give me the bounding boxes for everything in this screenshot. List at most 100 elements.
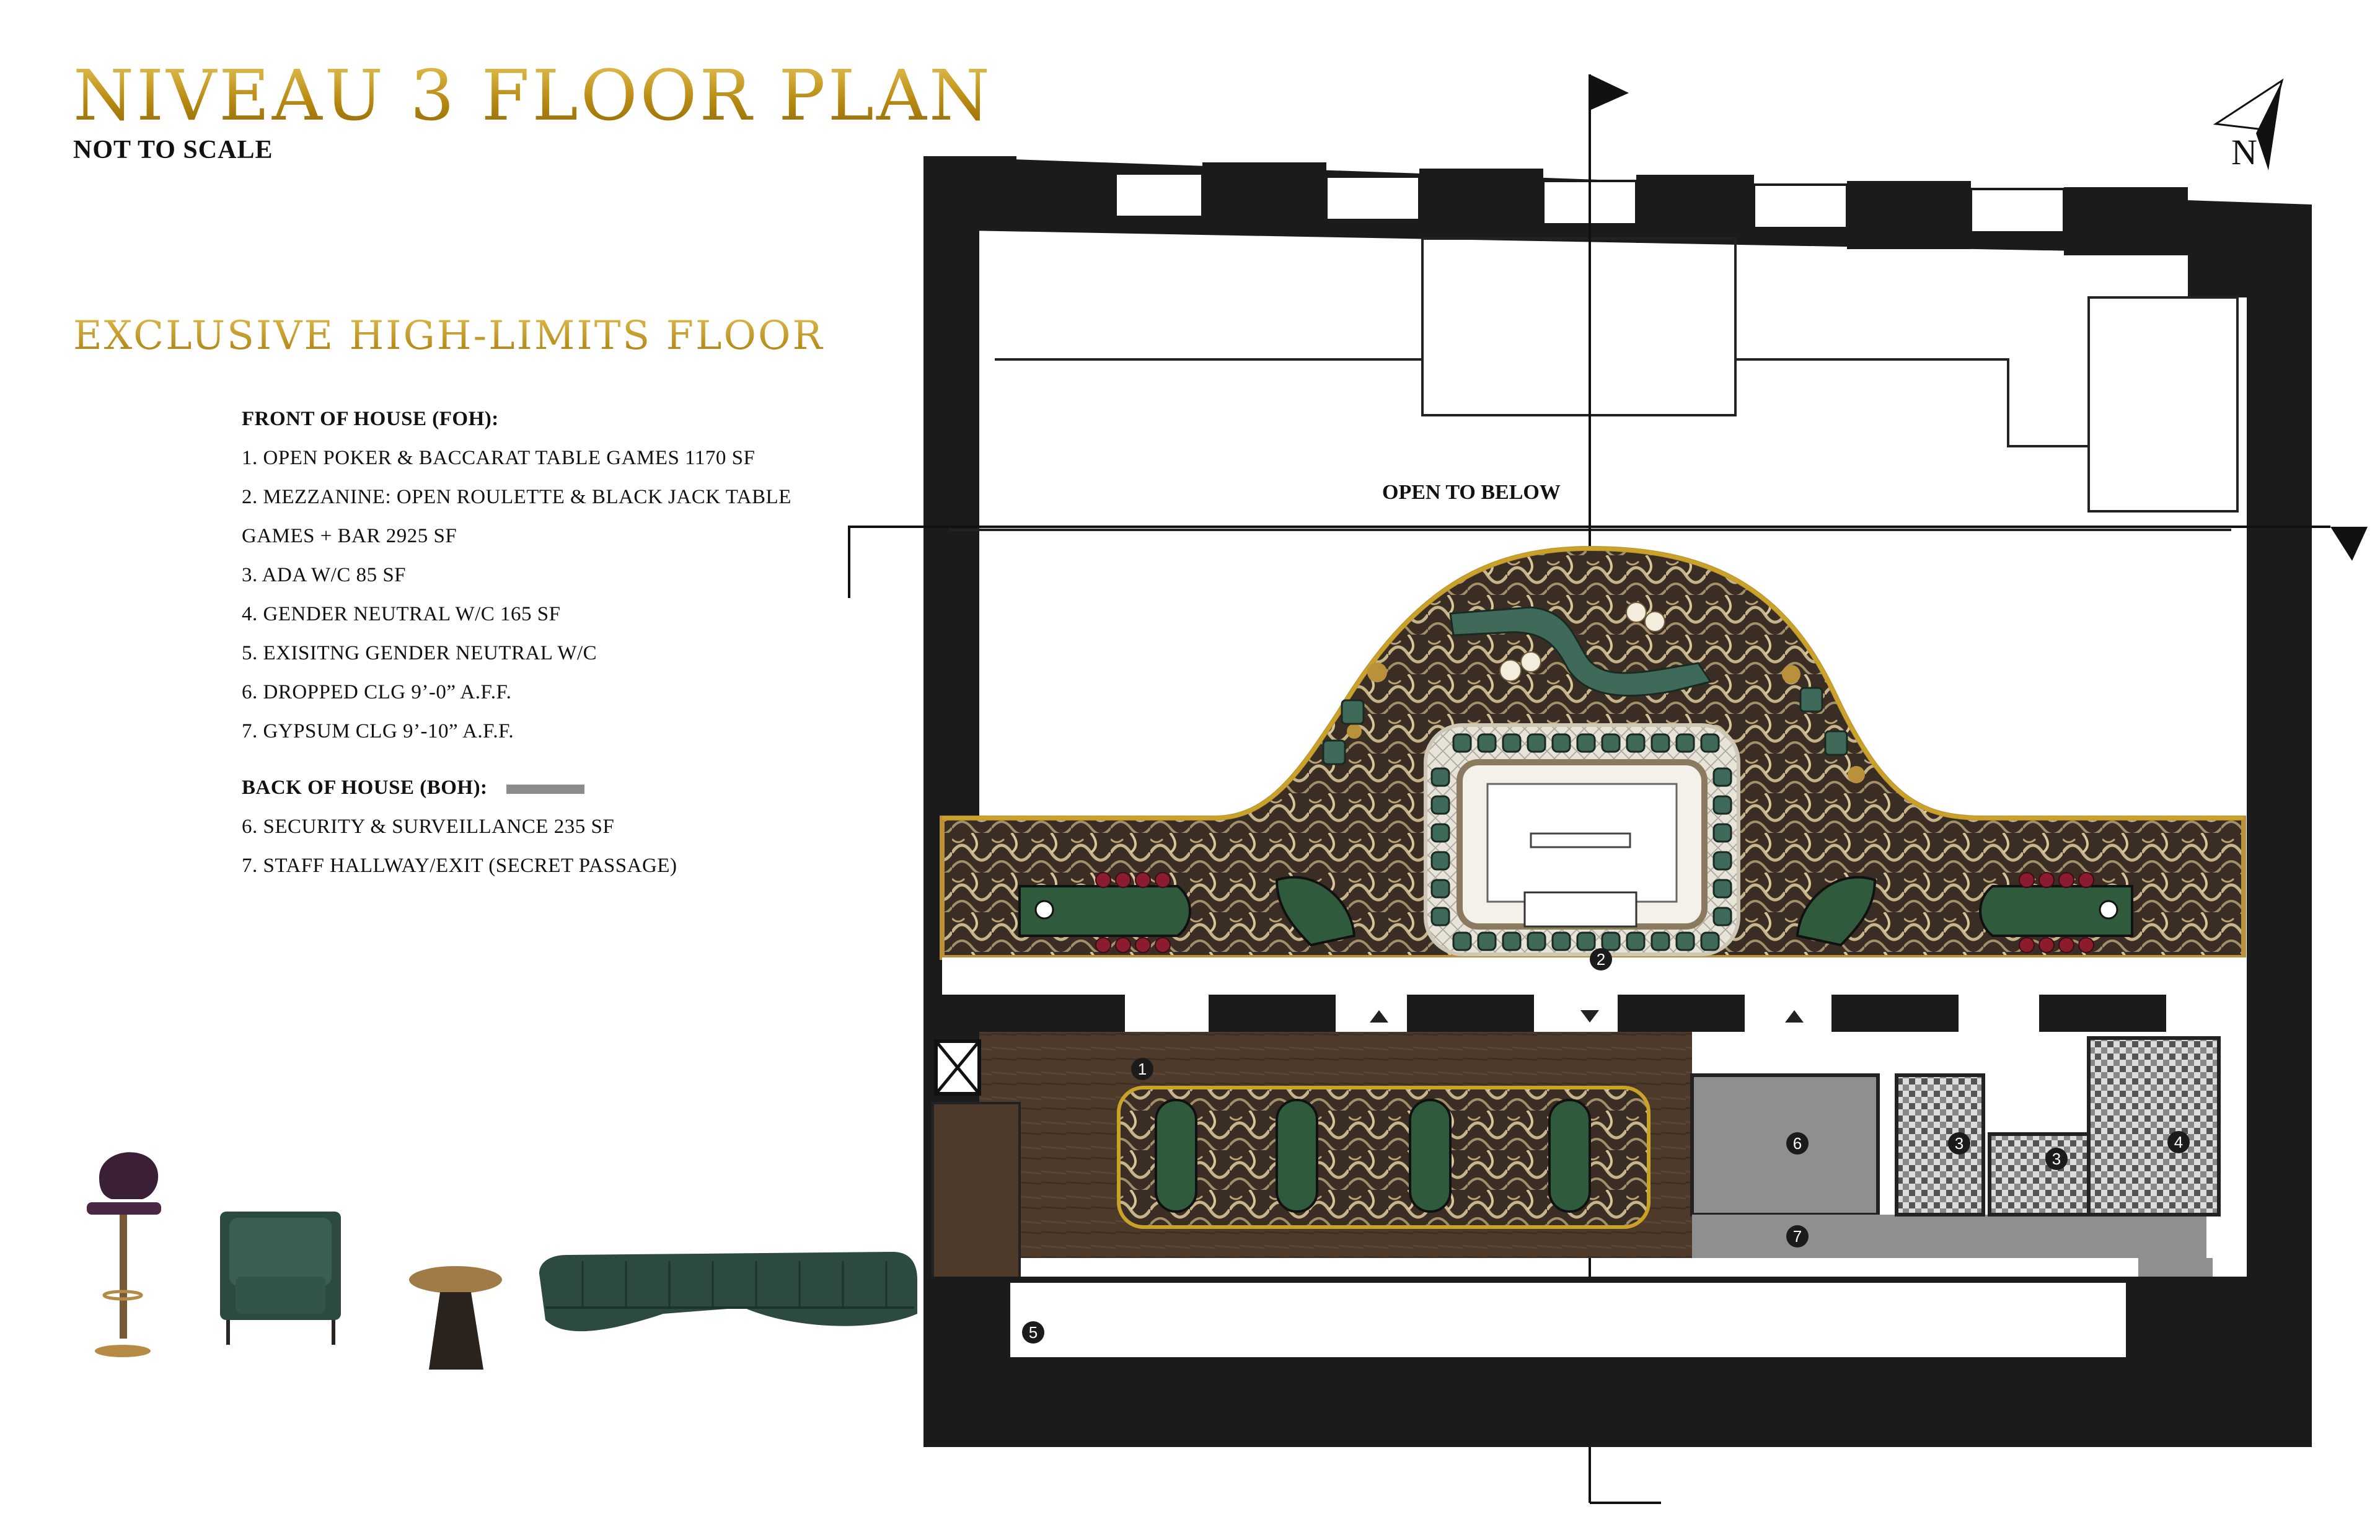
bar-stool: [1551, 931, 1571, 951]
foh-legend: FRONT OF HOUSE (FOH): 1. OPEN POKER & BA…: [242, 400, 874, 751]
room-tag: 3: [1955, 1134, 1963, 1153]
gaming-chair: [2038, 872, 2055, 888]
bar-stool: [1477, 733, 1497, 753]
foh-item: 1. OPEN POKER & BACCARAT TABLE GAMES 117…: [242, 447, 756, 469]
curved-sofa-icon: [539, 1252, 917, 1332]
gender-neutral-wc: [2087, 1036, 2221, 1217]
room-tag: 5: [1029, 1323, 1038, 1342]
bar-stool: [1477, 931, 1497, 951]
bar-stool: [1712, 851, 1732, 871]
room-tag: 3: [2052, 1150, 2061, 1168]
side-table-icon: [409, 1266, 502, 1370]
foh-item: 5. EXISITNG GENDER NEUTRAL W/C: [242, 642, 597, 664]
bar-stool: [1551, 733, 1571, 753]
bar-stool: [1576, 931, 1596, 951]
bar-stool: [1430, 823, 1450, 843]
foh-item: 4. GENDER NEUTRAL W/C 165 SF: [242, 603, 561, 625]
bar-stool: [1502, 733, 1522, 753]
open-to-below-label: OPEN TO BELOW: [1382, 481, 1561, 504]
room-tag: 4: [2174, 1133, 2183, 1151]
bar-stool: [1452, 733, 1472, 753]
room-tag: 6: [1793, 1134, 1802, 1153]
staff-hallway: [1692, 1215, 2206, 1258]
boh-item: 7. STAFF HALLWAY/EXIT (SECRET PASSAGE): [242, 855, 677, 877]
gaming-chair: [1115, 872, 1131, 888]
mezzanine-edge: [942, 546, 2244, 820]
bar-stool: [1452, 931, 1472, 951]
gaming-chair: [2058, 937, 2074, 953]
curved-booth: [1449, 606, 1712, 697]
gaming-chair: [2058, 872, 2074, 888]
gaming-chair: [1115, 937, 1131, 953]
gaming-chair: [1135, 937, 1151, 953]
bar-stool: [1712, 795, 1732, 815]
foh-item: 7. GYPSUM CLG 9’-10” A.F.F.: [242, 720, 514, 742]
page-subtitle: NOT TO SCALE: [73, 136, 273, 164]
ada-wc-2: [1988, 1132, 2091, 1217]
bar-stool: [1601, 931, 1621, 951]
bar-stool: [1430, 907, 1450, 926]
lounge-chairs: [1322, 687, 1848, 765]
lounge-chair-icon: [220, 1212, 341, 1345]
north-label: N: [2231, 132, 2257, 172]
bar-stool: [1430, 879, 1450, 899]
roulette-table-left: [1275, 876, 1356, 947]
gold-side-tables: [1347, 662, 1865, 783]
bar-stool: [1626, 931, 1646, 951]
side-tables: [1499, 602, 1665, 682]
bar-stool: [1430, 795, 1450, 815]
bar-stool: [1712, 907, 1732, 926]
bar-stool: [1626, 733, 1646, 753]
gaming-chair: [2019, 937, 2035, 953]
bar-sink: [1523, 891, 1637, 928]
bar-stool: [1430, 851, 1450, 871]
bar-stool: [1712, 879, 1732, 899]
foh-header: FRONT OF HOUSE (FOH):: [242, 408, 499, 430]
gaming-chair: [2078, 872, 2094, 888]
room-tags: 1 2 3 3 4 5 6 7: [1022, 948, 2190, 1344]
gaming-chair: [1095, 872, 1111, 888]
bar-stool-icon: [87, 1152, 161, 1357]
gaming-chair: [1155, 937, 1171, 953]
section-flag-east: [2330, 527, 2368, 561]
bar-stool: [1651, 733, 1670, 753]
section-flag-north: [1590, 74, 1629, 110]
boh-legend: BACK OF HOUSE (BOH): 6. SECURITY & SURVE…: [242, 768, 874, 886]
bar-stool: [1576, 733, 1596, 753]
room-tag: 7: [1793, 1227, 1802, 1246]
gaming-chair: [1095, 937, 1111, 953]
bar-stool: [1502, 931, 1522, 951]
page-title: NIVEAU 3 FLOOR PLAN: [73, 56, 992, 136]
security-room: [1690, 1073, 1880, 1217]
bar-stool: [1527, 733, 1546, 753]
mid-wall-piers: [942, 995, 2166, 1032]
bar-stool: [1651, 931, 1670, 951]
gaming-chair: [2078, 937, 2094, 953]
bar-stools: [1430, 733, 1732, 951]
blackjack-table-left: [1018, 885, 1191, 937]
roulette-table-right: [1796, 876, 1877, 947]
gaming-chair: [2019, 872, 2035, 888]
bar-stool: [1675, 733, 1695, 753]
bottom-interior: [1010, 1283, 2126, 1357]
foh-item: 6. DROPPED CLG 9’-0” A.F.F.: [242, 681, 512, 703]
section-title: EXCLUSIVE HIGH-LIMITS FLOOR: [73, 313, 824, 359]
elevator-x: [935, 1040, 981, 1095]
left-stair: [932, 1102, 1021, 1290]
bar-back-counter: [1530, 832, 1631, 848]
base-wall: [923, 1388, 2312, 1447]
foh-item: 3. ADA W/C 85 SF: [242, 564, 407, 586]
room-tag: 1: [1138, 1060, 1147, 1078]
bar-stool: [1700, 931, 1720, 951]
furniture-strip: [50, 1109, 930, 1394]
bar-stool: [1601, 733, 1621, 753]
ada-wc: [1895, 1073, 1985, 1217]
mid-wall: [942, 957, 2247, 1032]
foh-item: 2. MEZZANINE: OPEN ROULETTE & BLACK JACK…: [242, 486, 791, 508]
bar-stool: [1430, 767, 1450, 787]
north-arrow-icon: [2213, 78, 2284, 170]
gaming-chair: [1135, 872, 1151, 888]
boh-item: 6. SECURITY & SURVEILLANCE 235 SF: [242, 816, 615, 838]
room-tag: 2: [1597, 950, 1605, 969]
